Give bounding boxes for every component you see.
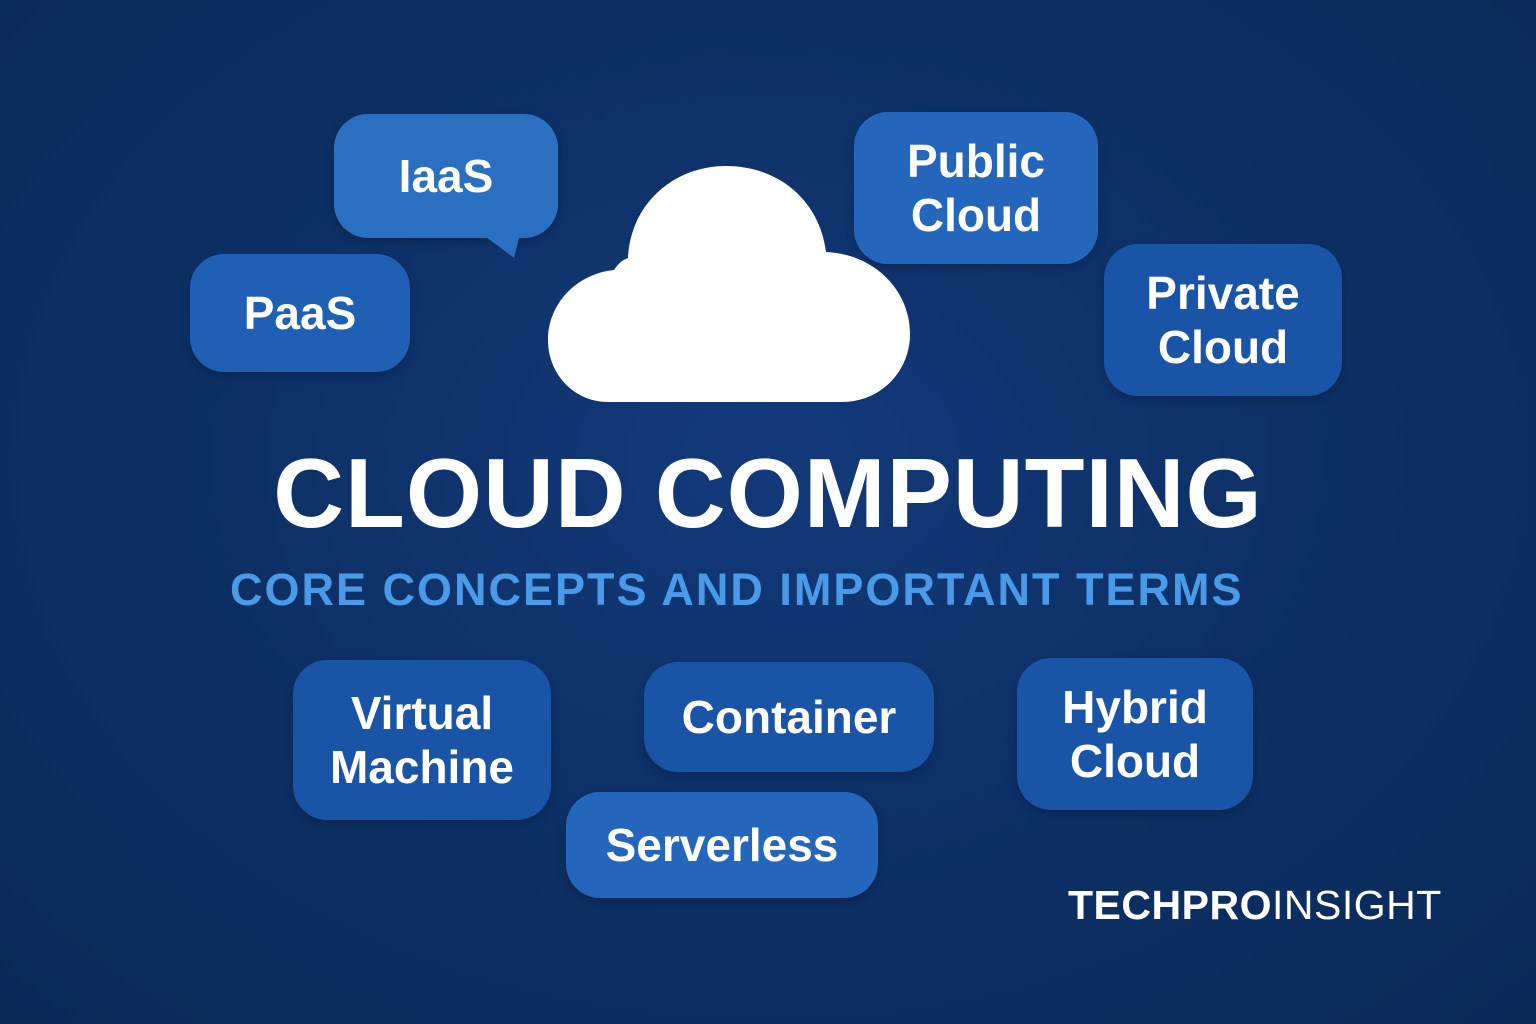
brand-light-text: INSIGHT: [1271, 882, 1442, 928]
term-bubble-private-cloud: Private Cloud: [1104, 244, 1342, 396]
page-subtitle: CORE CONCEPTS AND IMPORTANT TERMS: [230, 564, 1244, 615]
public-cloud-bubble-tail: [856, 224, 908, 264]
brand-bold-text: TECHPRO: [1068, 882, 1272, 928]
term-bubble-paas: PaaS: [190, 254, 410, 372]
cloud-icon: [548, 166, 910, 402]
brand-logo: TECHPROINSIGHT: [1068, 880, 1442, 930]
term-bubble-iaas: IaaS: [334, 114, 558, 238]
term-label-hybrid-cloud: Hybrid Cloud: [1062, 681, 1208, 787]
term-bubble-container: Container: [644, 662, 934, 772]
term-label-serverless: Serverless: [605, 819, 839, 871]
term-label-iaas: IaaS: [398, 150, 494, 202]
term-label-paas: PaaS: [243, 287, 357, 339]
term-bubble-hybrid-cloud: Hybrid Cloud: [1017, 658, 1253, 810]
iaas-bubble-tail: [482, 234, 520, 258]
term-label-virtual-machine: Virtual Machine: [329, 687, 515, 793]
term-bubble-virtual-machine: Virtual Machine: [293, 660, 551, 820]
term-label-private-cloud: Private Cloud: [1146, 267, 1300, 373]
page-title: CLOUD COMPUTING: [273, 438, 1263, 548]
term-bubble-serverless: Serverless: [566, 792, 878, 898]
term-label-container: Container: [681, 691, 897, 743]
term-label-public-cloud: Public Cloud: [906, 135, 1046, 241]
